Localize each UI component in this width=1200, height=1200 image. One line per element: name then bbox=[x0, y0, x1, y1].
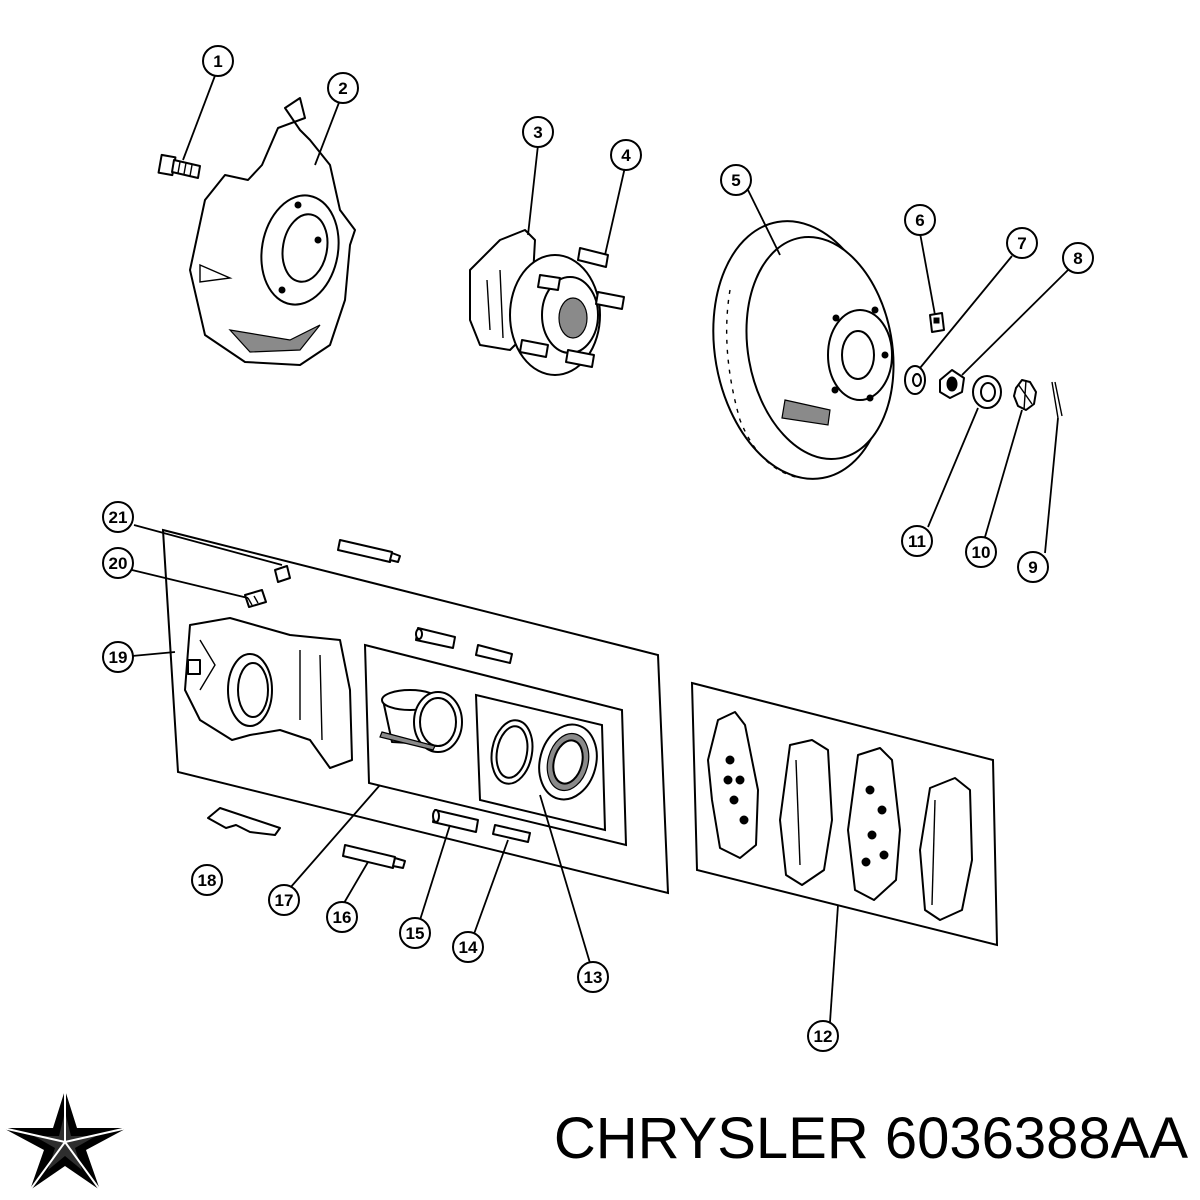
callout-number: 2 bbox=[338, 79, 347, 98]
part-caliper-piston bbox=[379, 689, 463, 753]
callout-number: 19 bbox=[109, 648, 128, 667]
part-sleeve-upper-b bbox=[475, 644, 513, 664]
callout-number: 10 bbox=[972, 543, 991, 562]
part-nut-retainer bbox=[972, 375, 1002, 409]
part-washer bbox=[904, 365, 926, 395]
part-castle-nut bbox=[1013, 379, 1037, 411]
part-bolt bbox=[157, 153, 201, 179]
part-splash-shield bbox=[189, 97, 356, 366]
callout-3: 3 bbox=[522, 116, 554, 148]
callout-20: 20 bbox=[102, 547, 134, 579]
callout-19: 19 bbox=[102, 641, 134, 673]
callout-6: 6 bbox=[904, 204, 936, 236]
part-dust-boot bbox=[538, 723, 598, 801]
part-bleeder-cap bbox=[274, 565, 291, 583]
part-piston-seal bbox=[490, 719, 534, 785]
callout-number: 13 bbox=[584, 968, 603, 987]
callout-9: 9 bbox=[1017, 551, 1049, 583]
callout-number: 4 bbox=[621, 146, 631, 165]
part-sleeve-lower-a bbox=[432, 809, 479, 833]
part-bleeder-screw bbox=[244, 589, 267, 608]
part-brake-pad-2 bbox=[779, 739, 833, 886]
callout-number: 21 bbox=[109, 508, 128, 527]
part-brake-pad-3 bbox=[847, 747, 901, 901]
callout-7: 7 bbox=[1006, 227, 1038, 259]
callout-number: 8 bbox=[1073, 249, 1082, 268]
part-brake-pad-1 bbox=[707, 711, 759, 859]
part-brake-rotor bbox=[712, 220, 895, 480]
callout-number: 11 bbox=[908, 532, 926, 551]
callout-16: 16 bbox=[326, 901, 358, 933]
callout-13: 13 bbox=[577, 961, 609, 993]
part-cotter-pin bbox=[1051, 381, 1063, 419]
callout-number: 9 bbox=[1028, 558, 1037, 577]
callout-18: 18 bbox=[191, 864, 223, 896]
callout-number: 14 bbox=[459, 938, 478, 957]
leader-lines bbox=[131, 72, 1069, 1023]
part-sleeve-upper-a bbox=[415, 627, 456, 649]
seal-subpanel bbox=[474, 693, 607, 832]
callout-number: 6 bbox=[915, 211, 924, 230]
callout-8: 8 bbox=[1062, 242, 1094, 274]
callout-15: 15 bbox=[399, 917, 431, 949]
callout-1: 1 bbox=[202, 45, 234, 77]
callout-21: 21 bbox=[102, 501, 134, 533]
callout-number: 17 bbox=[275, 891, 294, 910]
callout-5: 5 bbox=[720, 164, 752, 196]
brand-footer: CHRYSLER 6036388AA bbox=[0, 1085, 1200, 1200]
callout-number: 12 bbox=[814, 1027, 833, 1046]
part-hub-nut bbox=[939, 369, 965, 399]
part-brake-pad-4 bbox=[919, 777, 973, 921]
pentastar-icon bbox=[2, 1090, 128, 1190]
piston-seal-panel bbox=[363, 643, 628, 847]
callout-12: 12 bbox=[807, 1020, 839, 1052]
part-anti-rattle-clip bbox=[207, 807, 281, 836]
callout-17: 17 bbox=[268, 884, 300, 916]
caliper-kit-panel bbox=[161, 528, 670, 895]
callout-number: 5 bbox=[731, 171, 740, 190]
part-cap bbox=[929, 312, 945, 333]
part-guide-pin-lower bbox=[342, 844, 406, 869]
callout-11: 11 bbox=[901, 525, 933, 557]
part-caliper-housing bbox=[184, 617, 353, 769]
callout-number: 3 bbox=[533, 123, 542, 142]
callout-14: 14 bbox=[452, 931, 484, 963]
part-guide-pin-upper bbox=[337, 539, 401, 563]
callout-10: 10 bbox=[965, 536, 997, 568]
callout-number: 1 bbox=[213, 52, 222, 71]
callout-number: 18 bbox=[198, 871, 217, 890]
callout-number: 16 bbox=[333, 908, 352, 927]
callout-2: 2 bbox=[327, 72, 359, 104]
part-number-caption: CHRYSLER 6036388AA bbox=[553, 1106, 1188, 1171]
callout-number: 7 bbox=[1017, 234, 1026, 253]
callout-number: 15 bbox=[406, 924, 425, 943]
callout-4: 4 bbox=[610, 139, 642, 171]
callout-number: 20 bbox=[109, 554, 128, 573]
part-hub-bearing bbox=[469, 229, 625, 376]
part-sleeve-lower-b bbox=[492, 824, 531, 843]
brake-pad-panel bbox=[690, 681, 999, 947]
